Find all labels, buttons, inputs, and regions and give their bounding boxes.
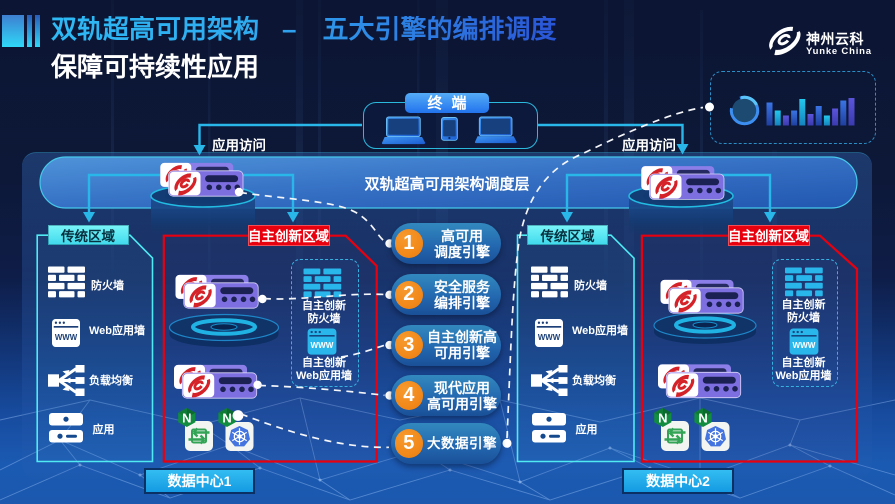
svg-text:N: N	[698, 410, 707, 425]
svg-text:N: N	[222, 410, 231, 425]
svg-text:WWW: WWW	[311, 341, 334, 350]
svg-text:N: N	[182, 410, 191, 425]
svg-text:WWW: WWW	[793, 341, 816, 350]
svg-text:N: N	[658, 410, 667, 425]
